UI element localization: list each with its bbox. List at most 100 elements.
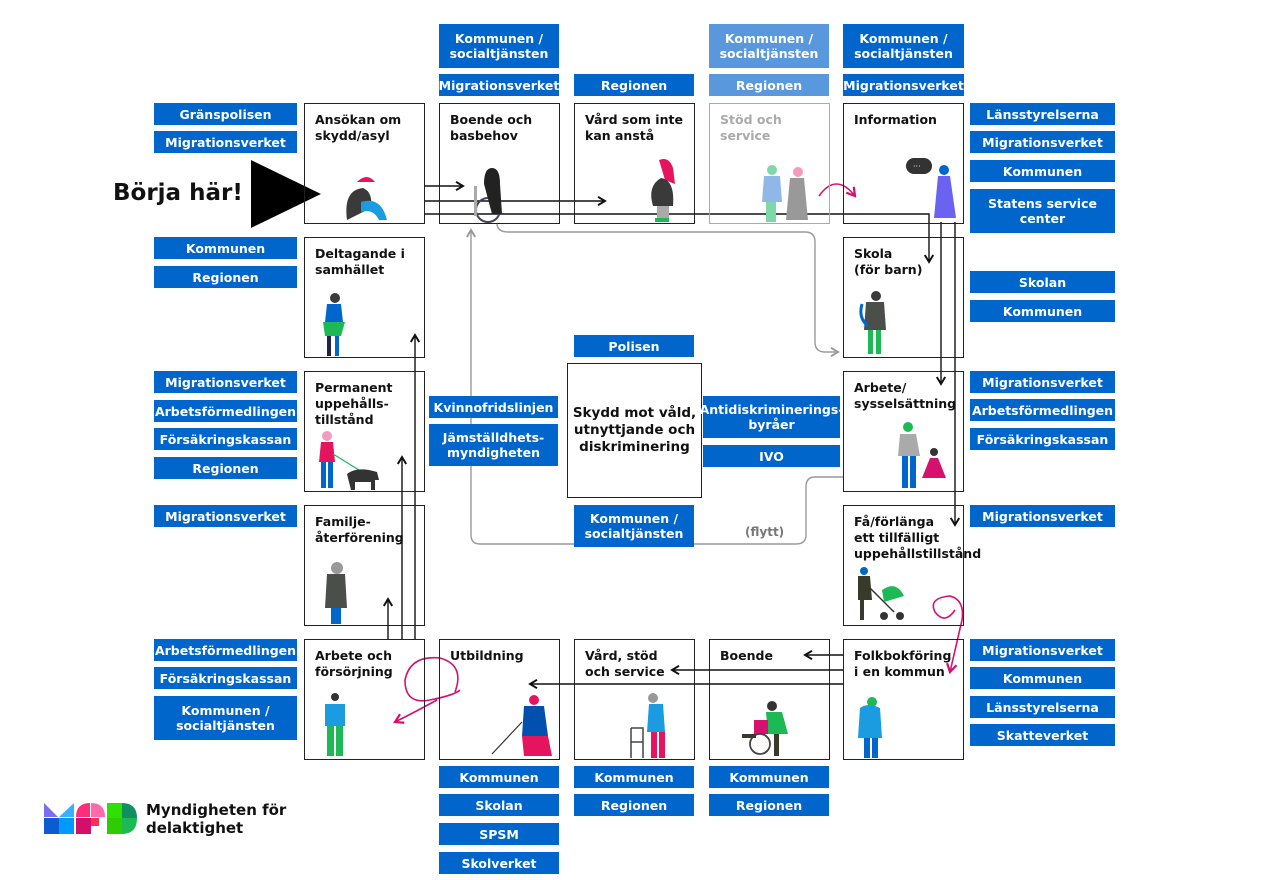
agency-tag: Kommunen	[574, 766, 694, 788]
agency-tag: Antidiskriminerings- byråer	[700, 396, 843, 438]
step-title: Arbete/ sysselsättning	[854, 380, 957, 411]
step-title: Folkbokföring i en kommun	[854, 648, 952, 679]
step-title: Utbildning	[450, 648, 524, 663]
step-deltagande-i-samhallet[interactable]: Deltagande i samhället	[304, 237, 425, 358]
parent-child-walking-icon	[898, 422, 946, 488]
step-permanent-uppehallstillstand[interactable]: Permanent uppehålls- tillstånd	[304, 371, 425, 492]
agency-tag: Försäkringskassan	[154, 428, 297, 450]
agency-tag: Kommunen / socialtjänsten	[574, 505, 694, 547]
agency-tag: Regionen	[709, 74, 829, 96]
logo-text: Myndigheten för delaktighet	[146, 801, 287, 837]
person-sitting-icon	[346, 177, 387, 220]
step-title: Ansökan om skydd/asyl	[315, 112, 402, 143]
agency-tag: Kommunen / socialtjänsten	[439, 24, 559, 68]
step-title: Information	[854, 112, 937, 127]
person-stroller-icon	[858, 567, 904, 620]
person-hooded-icon	[858, 697, 882, 758]
person-walker-icon	[630, 693, 665, 758]
agency-tag: Statens service center	[970, 189, 1115, 233]
agency-tag: Kommunen	[709, 766, 829, 788]
step-title: Skola (för barn)	[854, 246, 923, 277]
person-guide-dog-icon	[319, 431, 379, 490]
step-familjeaterforening[interactable]: Familje- återförening	[304, 505, 425, 626]
agency-tag: Regionen	[574, 794, 694, 816]
agency-tag: Länsstyrelserna	[970, 696, 1115, 718]
person-speech-bubble-icon: ···	[906, 158, 956, 218]
step-stod-och-service[interactable]: Stöd och service	[709, 103, 830, 224]
agency-tag: Arbetsförmedlingen	[154, 400, 297, 422]
step-title: Vård som inte kan anstå	[585, 112, 683, 143]
agency-tag: Gränspolisen	[154, 103, 297, 125]
step-utbildning[interactable]: Utbildning	[439, 639, 560, 760]
elderly-person-icon	[325, 562, 347, 624]
agency-tag: Migrationsverket	[154, 131, 297, 153]
agency-tag: Kvinnofridslinjen	[429, 396, 558, 418]
agency-tag: Skolan	[439, 794, 559, 816]
agency-tag: Regionen	[154, 457, 297, 479]
agency-tag: SPSM	[439, 823, 559, 845]
step-title: Deltagande i samhället	[315, 246, 405, 277]
agency-tag: IVO	[703, 445, 840, 467]
agency-tag: Regionen	[154, 266, 297, 288]
mfd-logo-icon	[44, 803, 137, 834]
step-skola[interactable]: Skola (för barn)	[843, 237, 964, 358]
agency-tag: Arbetsförmedlingen	[154, 639, 297, 661]
agency-tag: Regionen	[709, 794, 829, 816]
agency-tag: Migrationsverket	[439, 74, 559, 96]
gray-path-boende-to-skola	[496, 222, 840, 358]
agency-tag: Skolverket	[439, 852, 559, 874]
step-title: Vård, stöd och service	[585, 648, 665, 679]
agency-tag: Kommunen / socialtjänsten	[154, 696, 297, 740]
agency-tag: Kommunen	[154, 237, 297, 259]
step-asyl[interactable]: Ansökan om skydd/asyl	[304, 103, 425, 224]
person-selfie-icon	[323, 293, 345, 356]
person-white-cane-icon	[491, 695, 552, 756]
agency-tag: Kommunen	[970, 160, 1115, 182]
agency-tag: Polisen	[574, 335, 694, 357]
step-information[interactable]: Information ···	[843, 103, 964, 224]
agency-tag: Kommunen	[970, 667, 1115, 689]
step-arbete-och-forsorjning[interactable]: Arbete och försörjning	[304, 639, 425, 760]
agency-tag: Migrationsverket	[154, 371, 297, 393]
agency-tag: Kommunen / socialtjänsten	[709, 24, 829, 68]
step-title: Få/förlänga ett tillfälligt uppehållstil…	[854, 514, 982, 561]
agency-tag: Skatteverket	[970, 724, 1115, 746]
step-title: Boende	[720, 648, 773, 663]
agency-tag: Migrationsverket	[970, 131, 1115, 153]
agency-tag: Arbetsförmedlingen	[970, 399, 1115, 421]
agency-tag: Länsstyrelserna	[970, 103, 1115, 125]
step-tillfalligt-uppehallstillstand[interactable]: Få/förlänga ett tillfälligt uppehållstil…	[843, 505, 981, 626]
step-boende[interactable]: Boende	[709, 639, 830, 760]
agency-tag: Migrationsverket	[154, 505, 297, 527]
step-vard-som-inte-kan-ansta[interactable]: Vård som inte kan anstå	[574, 103, 695, 224]
child-backpack-icon	[859, 291, 886, 354]
agency-tag: Regionen	[574, 74, 694, 96]
flytt-label: (flytt)	[745, 525, 785, 539]
step-title: Familje- återförening	[315, 514, 404, 545]
step-arbete-sysselsattning[interactable]: Arbete/ sysselsättning	[843, 371, 964, 492]
agency-tag: Jämställdhets- myndigheten	[429, 424, 558, 466]
agency-tag: Migrationsverket	[970, 371, 1115, 393]
person-wheelchair-icon	[474, 168, 502, 223]
agency-tag: Migrationsverket	[843, 74, 964, 96]
step-boende-basbehov[interactable]: Boende och basbehov	[439, 103, 560, 224]
agency-tag: Kommunen	[970, 300, 1115, 322]
svg-text:···: ···	[913, 162, 921, 171]
caregiver-wheelchair-icon	[742, 701, 788, 756]
person-phone-icon	[325, 693, 345, 756]
step-title: Skydd mot våld, utnyttjande och diskrimi…	[572, 405, 697, 455]
step-title: Permanent uppehålls- tillstånd	[315, 380, 393, 427]
agency-tag: Migrationsverket	[970, 639, 1115, 661]
step-title: Stöd och service	[720, 112, 782, 143]
start-label: Börja här!	[113, 180, 243, 206]
agency-tag: Kommunen / socialtjänsten	[843, 24, 964, 68]
couple-holding-hands-icon	[762, 165, 808, 222]
agency-tag: Försäkringskassan	[970, 428, 1115, 450]
agency-tag: Skolan	[970, 271, 1115, 293]
step-title: Arbete och försörjning	[315, 648, 393, 679]
step-vard-stod-och-service[interactable]: Vård, stöd och service	[574, 639, 695, 760]
step-skydd-mot-vald[interactable]: Skydd mot våld, utnyttjande och diskrimi…	[567, 363, 702, 498]
agency-tag: Kommunen	[439, 766, 559, 788]
person-pregnant-icon	[651, 159, 675, 222]
step-folkbokforing[interactable]: Folkbokföring i en kommun	[843, 639, 964, 760]
